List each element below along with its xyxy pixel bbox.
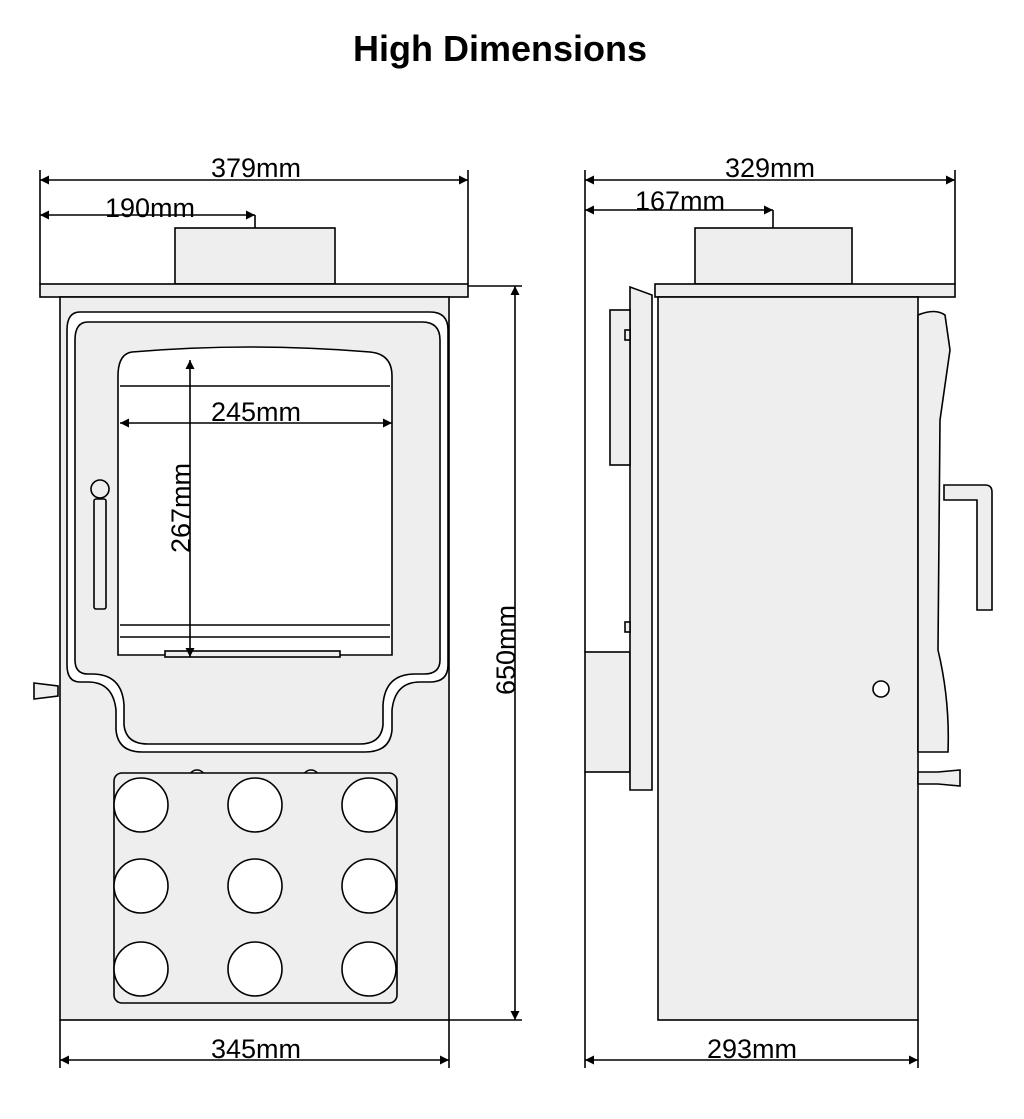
log-end: [227, 941, 283, 997]
side-view: [584, 227, 993, 1021]
log-end: [113, 777, 169, 833]
front-glass-bar: [164, 650, 341, 658]
log-end: [113, 858, 169, 914]
dim-label-side-body-depth: 293mm: [707, 1034, 797, 1064]
dim-label-glass-height: 267mm: [166, 463, 196, 553]
side-top-plate: [654, 283, 956, 298]
dim-label-front-flue: 190mm: [105, 193, 195, 223]
dim-label-side-depth: 329mm: [725, 153, 815, 183]
side-air-knob: [872, 680, 890, 698]
dim-label-side-flue: 167mm: [635, 186, 725, 216]
diagram-title: High Dimensions: [352, 28, 648, 69]
front-dimensions: 379mm 190mm 245mm 267mm 650mm 345mm: [39, 153, 522, 1068]
side-rear-panel: [629, 285, 653, 791]
front-view: [33, 227, 469, 1021]
dim-label-front-width: 379mm: [211, 153, 301, 183]
log-end: [227, 858, 283, 914]
dim-label-glass-width: 245mm: [211, 397, 301, 427]
log-end: [341, 941, 397, 997]
side-rear-bracket: [609, 309, 631, 466]
side-door-profile: [917, 310, 951, 753]
front-flue-collar: [174, 227, 336, 285]
side-door-handle: [943, 484, 993, 611]
log-end: [227, 777, 283, 833]
side-lever: [917, 769, 961, 787]
side-body: [657, 296, 919, 1021]
side-dimensions: 329mm 167mm 293mm: [584, 153, 956, 1068]
front-door-handle: [93, 498, 107, 610]
front-glass: [117, 346, 393, 656]
log-end: [113, 941, 169, 997]
dim-label-front-body-width: 345mm: [211, 1034, 301, 1064]
front-door-knob: [90, 479, 110, 499]
side-rear-spigot: [584, 651, 631, 773]
front-side-lever: [33, 682, 59, 700]
log-end: [341, 858, 397, 914]
side-flue-collar: [694, 227, 853, 285]
log-end: [341, 777, 397, 833]
dim-label-overall-height: 650mm: [491, 605, 521, 695]
front-top-plate: [39, 283, 469, 298]
